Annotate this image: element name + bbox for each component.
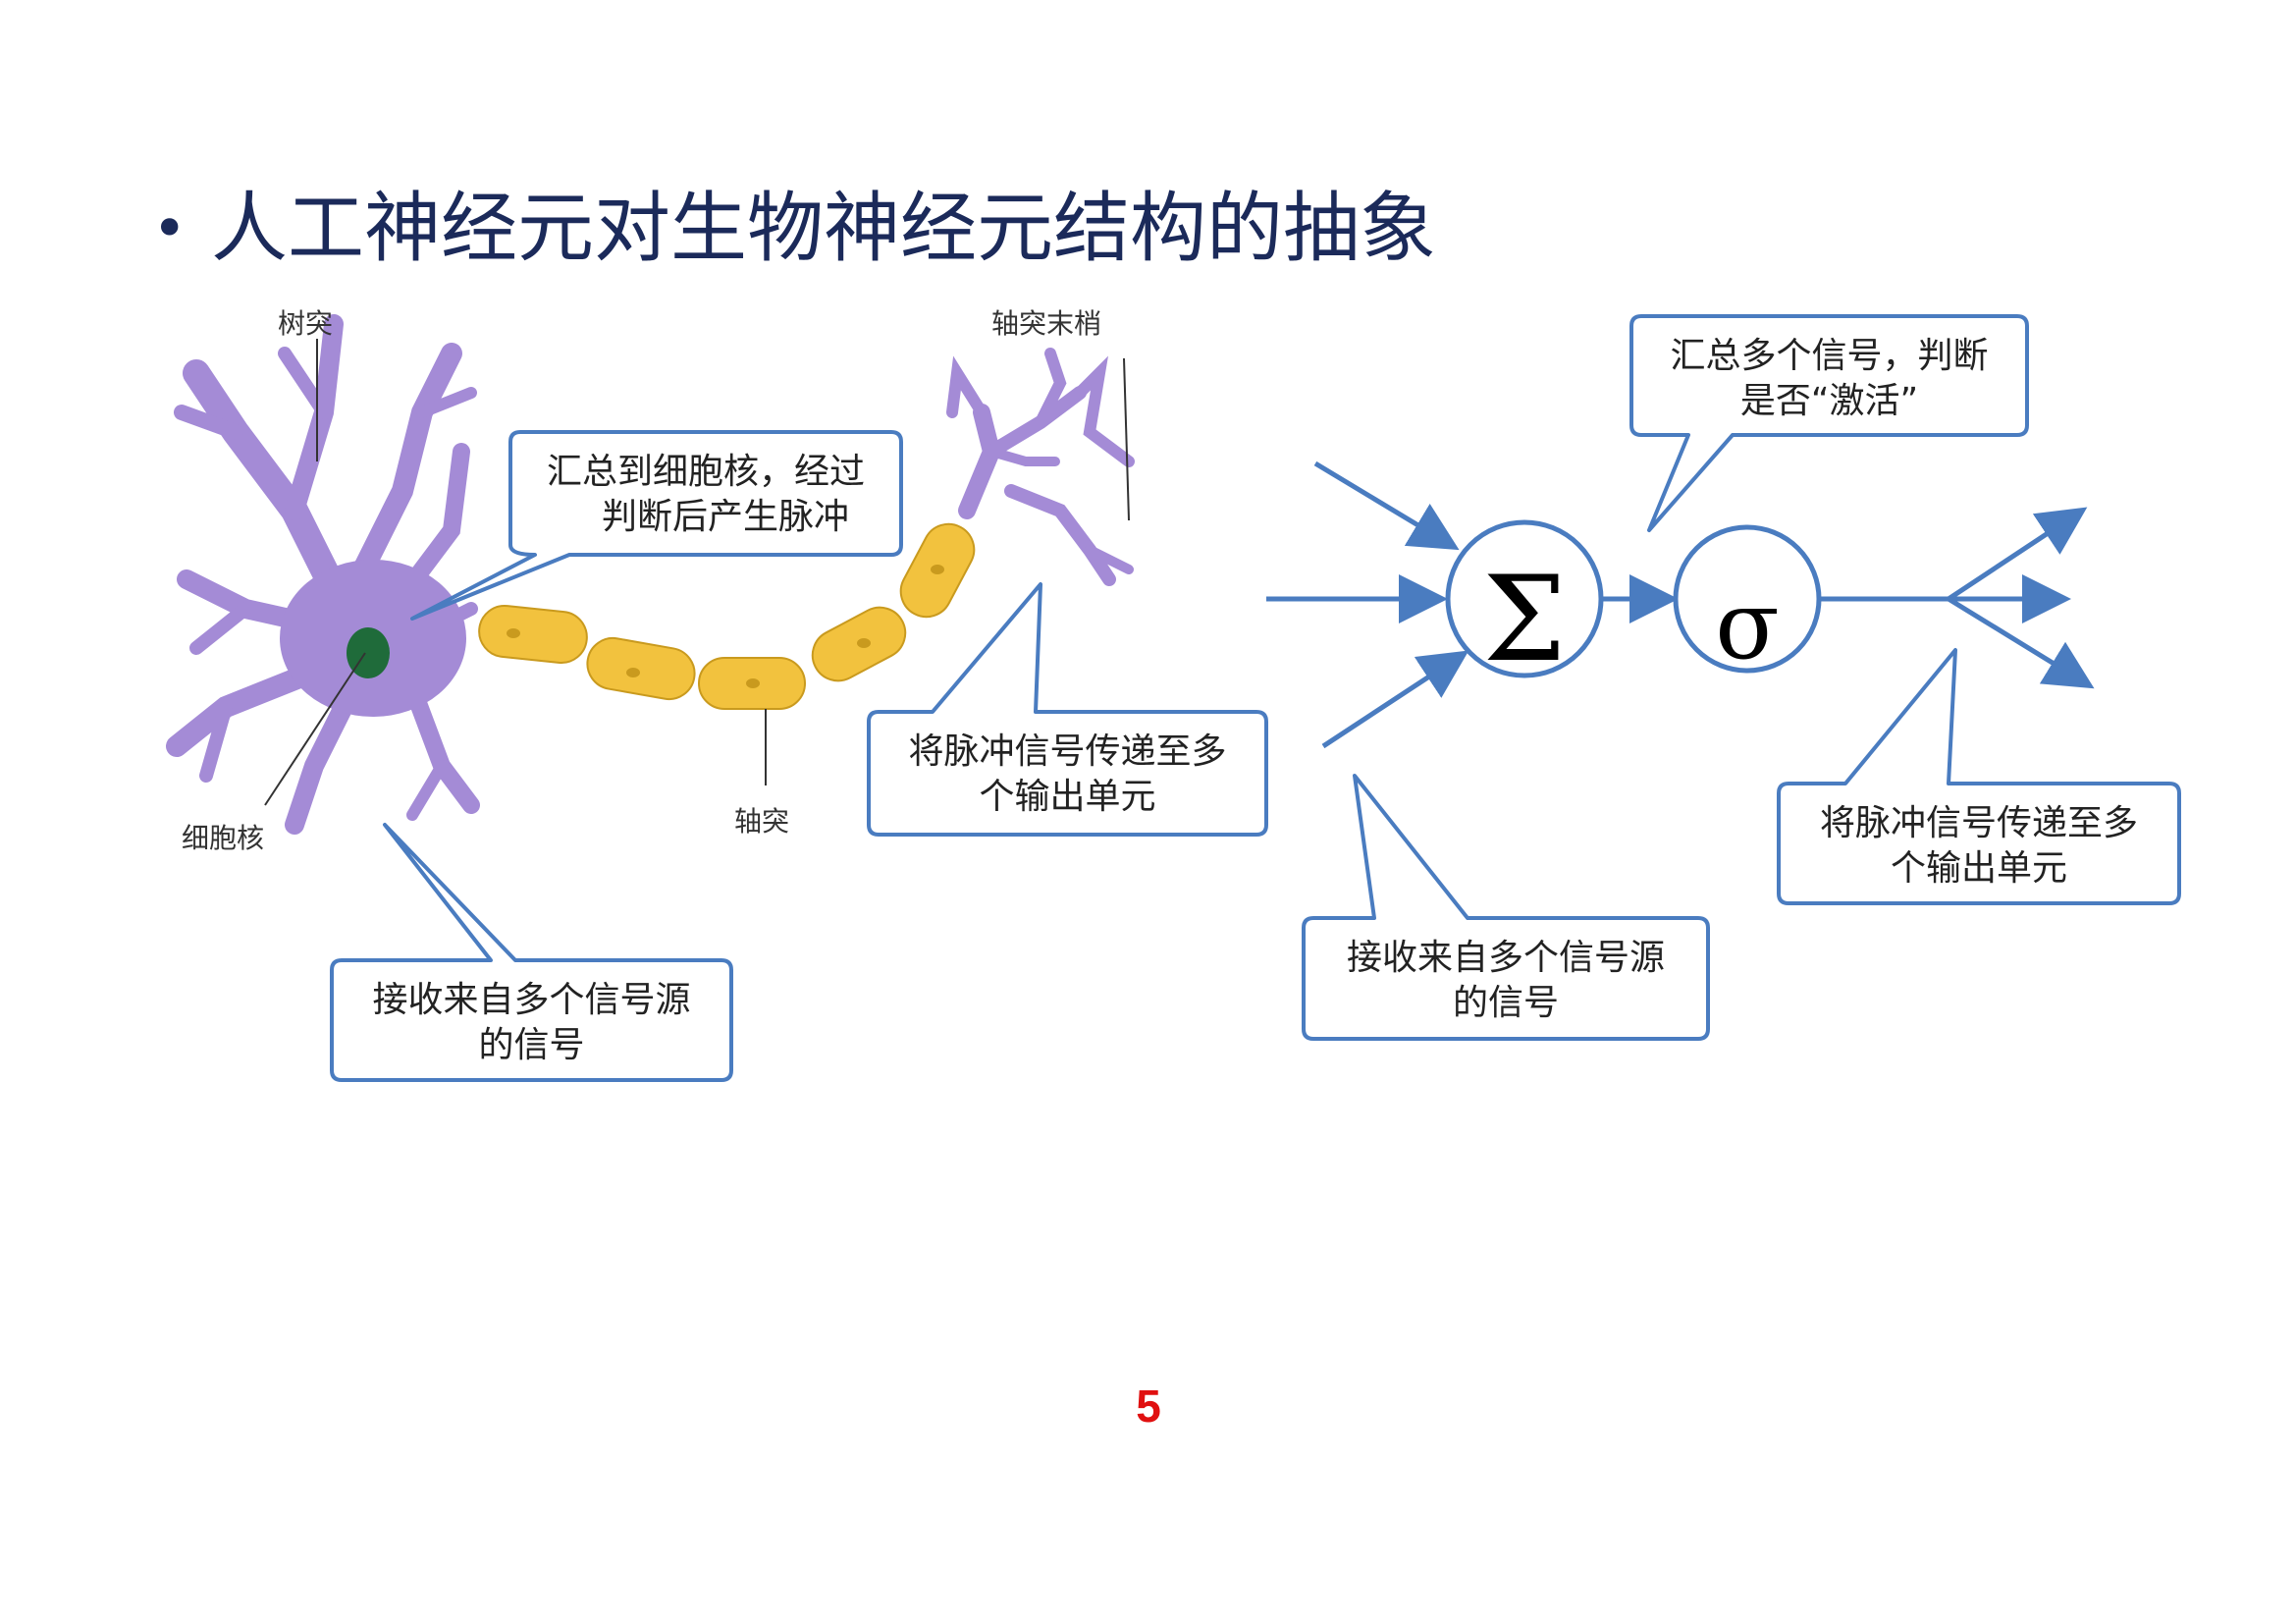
sum-symbol: Σ [1483, 552, 1567, 688]
axon-dots [507, 565, 944, 688]
label-nucleus: 细胞核 [182, 822, 265, 854]
callout-art-transmit [1777, 648, 2181, 905]
slide-title: • 人工神经元对生物神经元结构的抽象 [152, 175, 1436, 283]
artificial-neuron: Σ σ [1266, 460, 2095, 749]
nucleus-pointer [264, 652, 366, 806]
label-axon-terminal: 轴突末梢 [991, 307, 1102, 340]
callout-bio-receive-text: 接收来自多个信号源 的信号 [372, 980, 691, 1065]
axon-terminal-pointer [1123, 357, 1130, 521]
callout-art-receive-text: 接收来自多个信号源 的信号 [1346, 938, 1665, 1023]
dendrite-branches [166, 314, 480, 835]
callout-bio-sum [410, 430, 903, 621]
callout-art-activate-text: 汇总多个信号，判断 是否“激活” [1670, 336, 1989, 421]
page-number: 5 [1136, 1380, 1161, 1432]
axon-terminal-branches [946, 348, 1135, 586]
biological-neuron [166, 314, 1135, 835]
output-arrow-3 [1947, 596, 2095, 689]
activation-node [1673, 524, 1822, 674]
label-axon: 轴突 [734, 805, 790, 838]
callout-bio-transmit-text: 将脉冲信号传递至多 个输出单元 [908, 731, 1227, 817]
title-text: 人工神经元对生物神经元结构的抽象 [211, 185, 1437, 273]
activation-symbol: σ [1715, 570, 1780, 680]
callout-art-activate [1629, 314, 2029, 532]
sum-node [1445, 519, 1604, 678]
input-arrow-1 [1313, 460, 1460, 551]
callout-bio-transmit [867, 582, 1268, 837]
callout-art-transmit-text: 将脉冲信号传递至多 个输出单元 [1819, 803, 2138, 889]
callout-art-receive [1302, 774, 1710, 1041]
callout-bio-sum-text: 汇总到细胞核，经过 判断后产生脉冲 [546, 452, 865, 537]
output-arrow-1 [1947, 507, 2088, 602]
label-dendrite: 树突 [278, 307, 334, 340]
callout-bio-receive [330, 823, 733, 1082]
title-bullet: • [152, 194, 187, 263]
input-arrow-3 [1321, 650, 1469, 749]
